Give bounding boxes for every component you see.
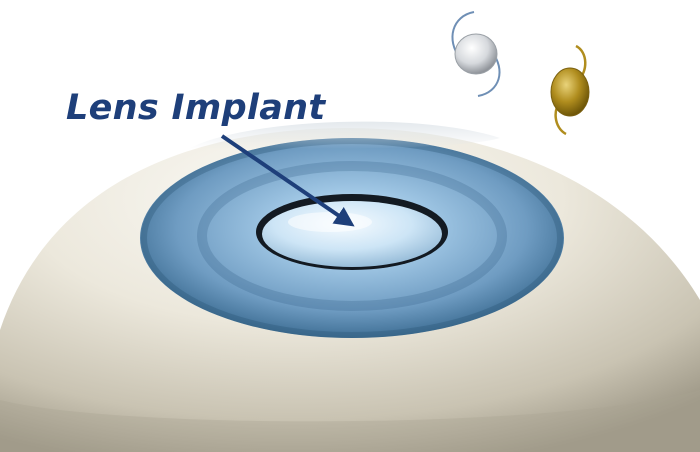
lens-implant-label: Lens Implant [66,88,325,128]
lens-implant [262,201,442,267]
lens-highlight [288,212,372,232]
gold-intraocular-lens-icon [551,46,589,134]
silver-intraocular-lens-icon [452,12,499,96]
